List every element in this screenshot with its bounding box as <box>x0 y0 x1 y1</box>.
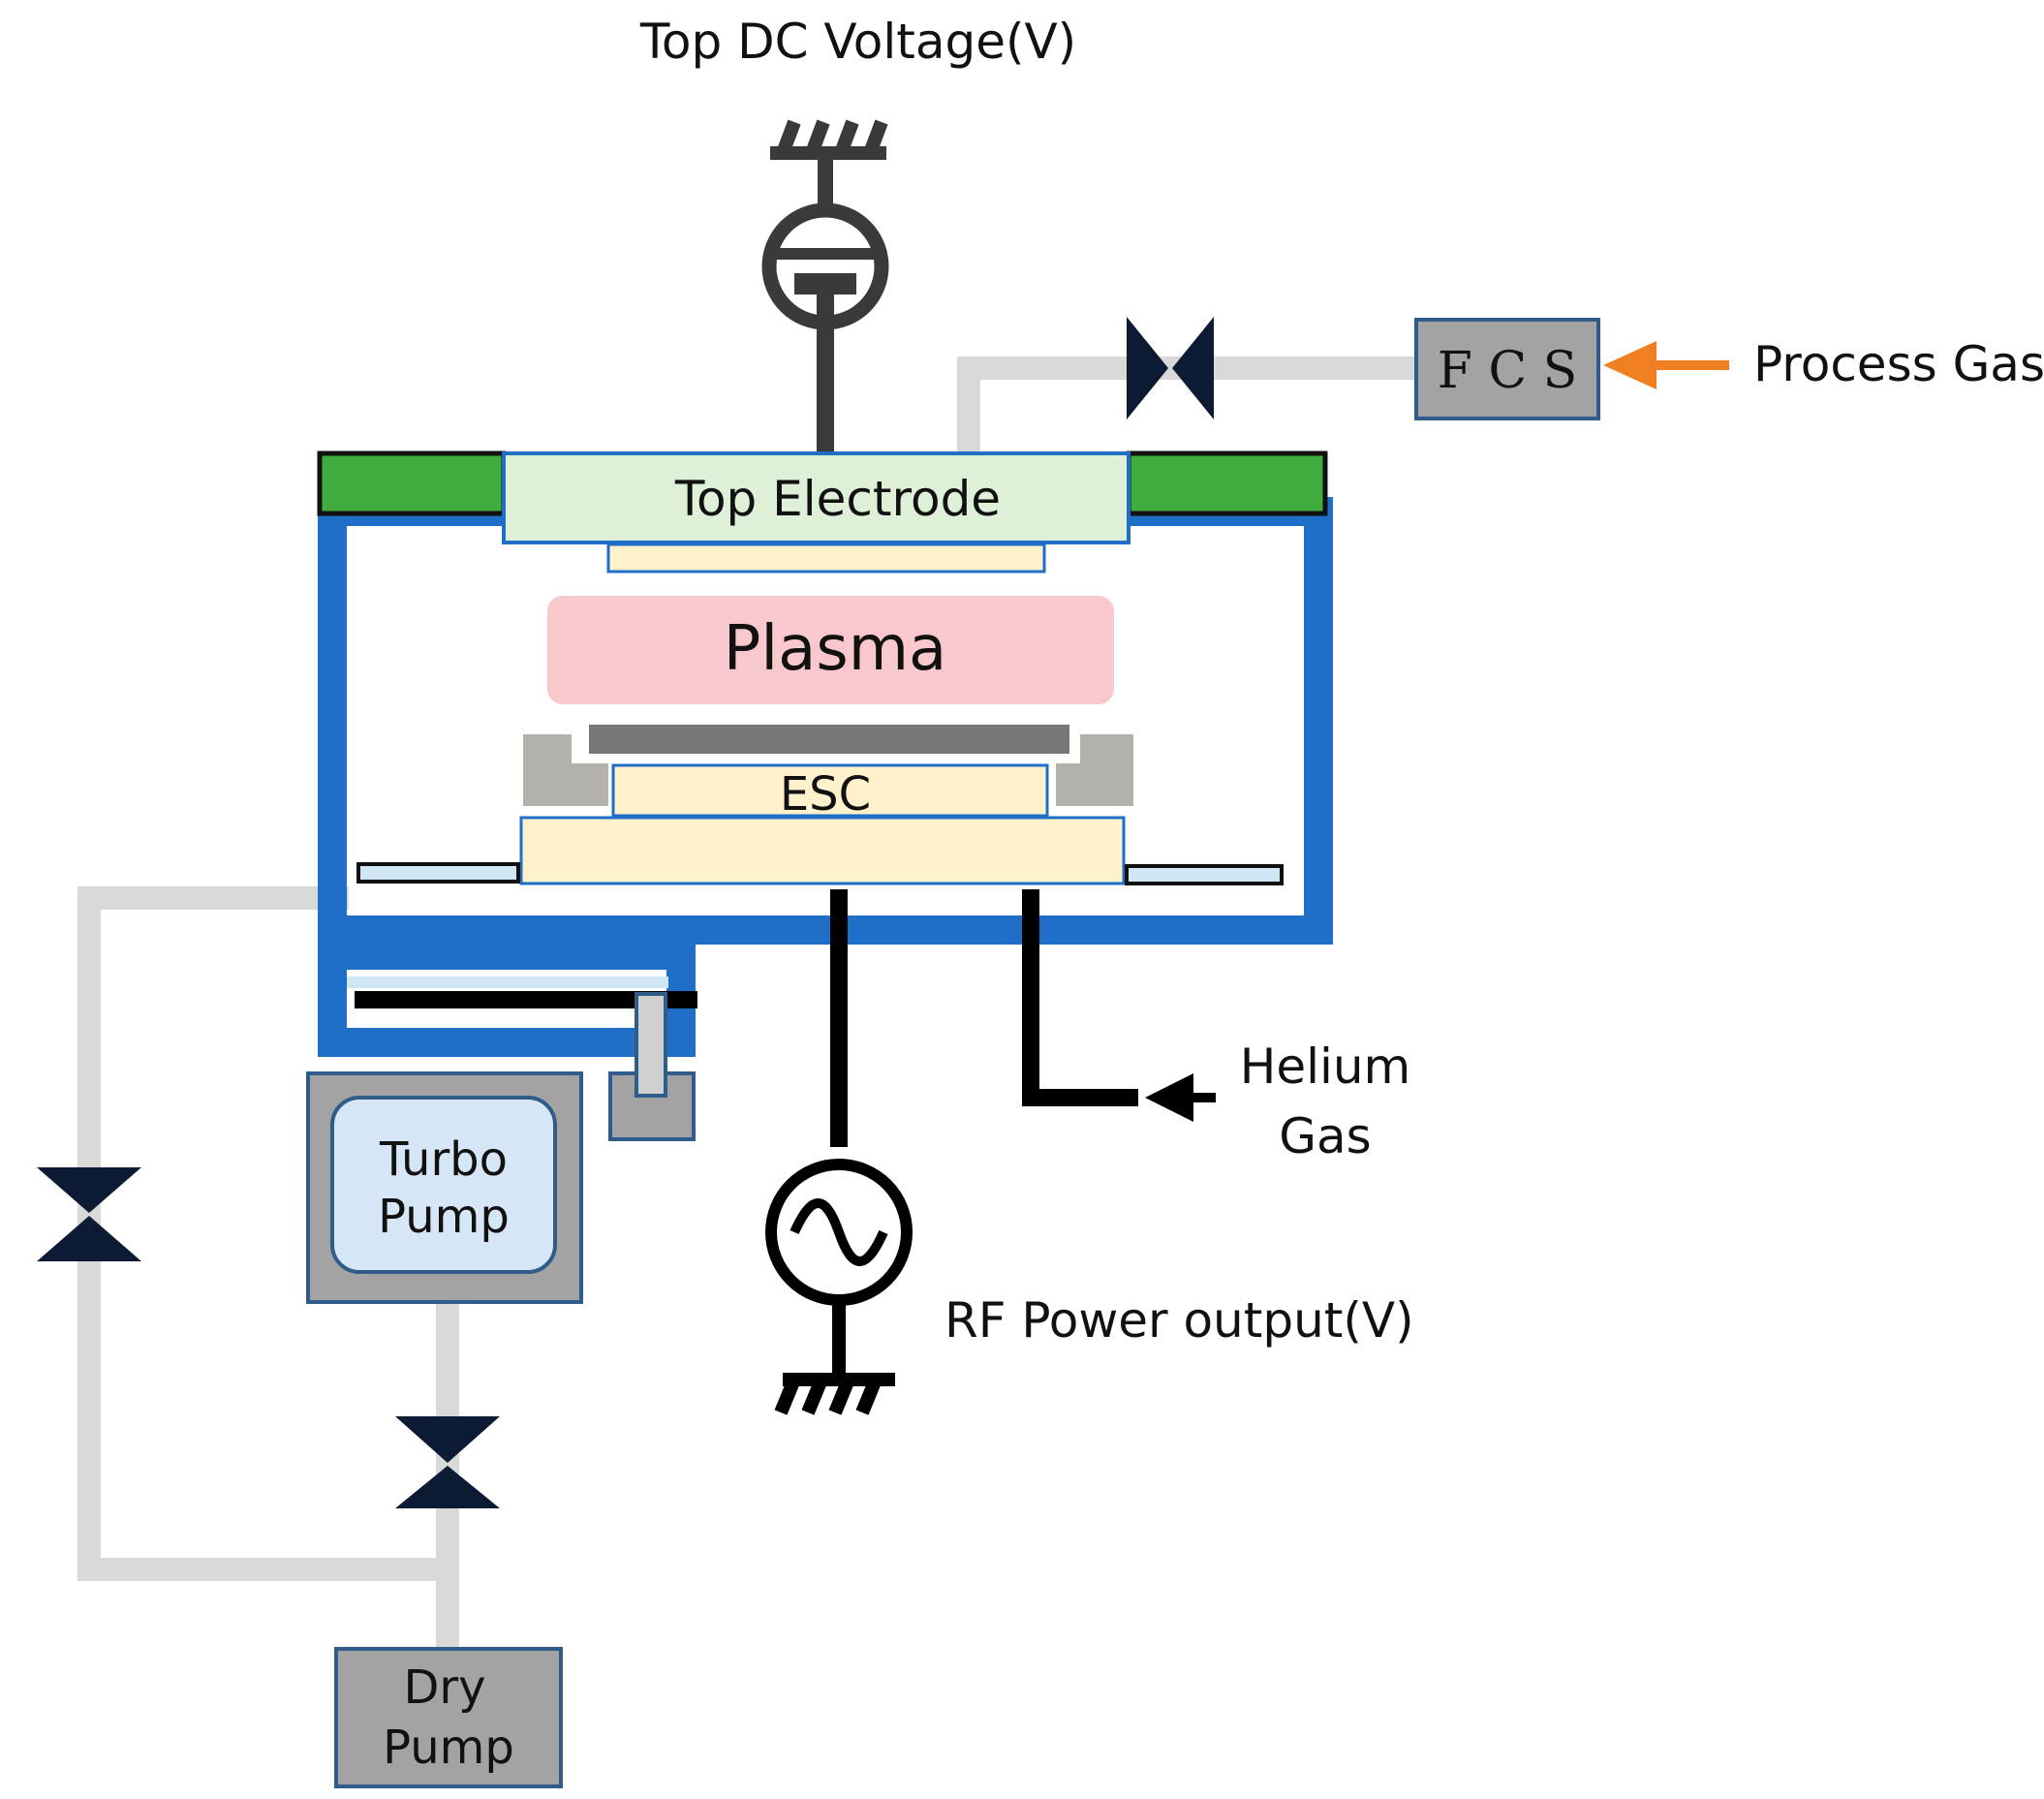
esc-label: ESC <box>780 767 871 822</box>
plasma-label: Plasma <box>724 613 947 685</box>
process-gas-arrow <box>1603 341 1729 389</box>
focus-ring-left <box>523 734 608 806</box>
showerhead-plate <box>606 543 1046 574</box>
baffle-right <box>1125 864 1284 885</box>
lower-electrode-base <box>519 816 1126 885</box>
roughing-valve <box>37 1167 141 1261</box>
turbo-pump-label-2: Pump <box>378 1190 510 1244</box>
wafer <box>589 725 1069 754</box>
turbo-pump <box>330 1096 557 1274</box>
fcs-label: F C S <box>1438 342 1578 400</box>
helium-line <box>1022 889 1138 1106</box>
top-electrode-label: Top Electrode <box>674 471 1001 527</box>
esc <box>611 763 1049 818</box>
lid-seal-left <box>317 450 507 516</box>
dc-voltage-source <box>761 119 889 455</box>
foreline-valve <box>395 1416 500 1508</box>
process-gas-label: Process Gas <box>1753 336 2044 392</box>
lid-seal-right <box>1126 450 1328 516</box>
dry-pump-label-2: Pump <box>383 1721 514 1775</box>
fcs-box <box>1414 318 1600 420</box>
rf-ground-icon <box>774 1373 895 1415</box>
top-dc-voltage-label: Top DC Voltage(V) <box>639 14 1076 70</box>
process-gas-valve <box>1127 317 1214 419</box>
focus-ring-right <box>1056 734 1133 806</box>
process-gas-line <box>957 357 1419 455</box>
turbo-pump-label-1: Turbo <box>379 1132 508 1187</box>
baffle-left <box>356 862 520 884</box>
helium-arrow <box>1145 1073 1216 1122</box>
top-electrode <box>502 451 1130 544</box>
helium-gas-label-1: Helium <box>1240 1039 1411 1095</box>
plasma-region <box>547 596 1114 704</box>
dc-ground-icon <box>770 119 888 160</box>
gate-valve-actuator <box>608 992 696 1141</box>
rf-power-source <box>765 889 913 1415</box>
dry-pump <box>334 1647 563 1788</box>
dry-pump-label-1: Dry <box>403 1660 485 1715</box>
rf-power-label: RF Power output(V) <box>945 1292 1414 1349</box>
helium-gas-label-2: Gas <box>1279 1108 1371 1164</box>
